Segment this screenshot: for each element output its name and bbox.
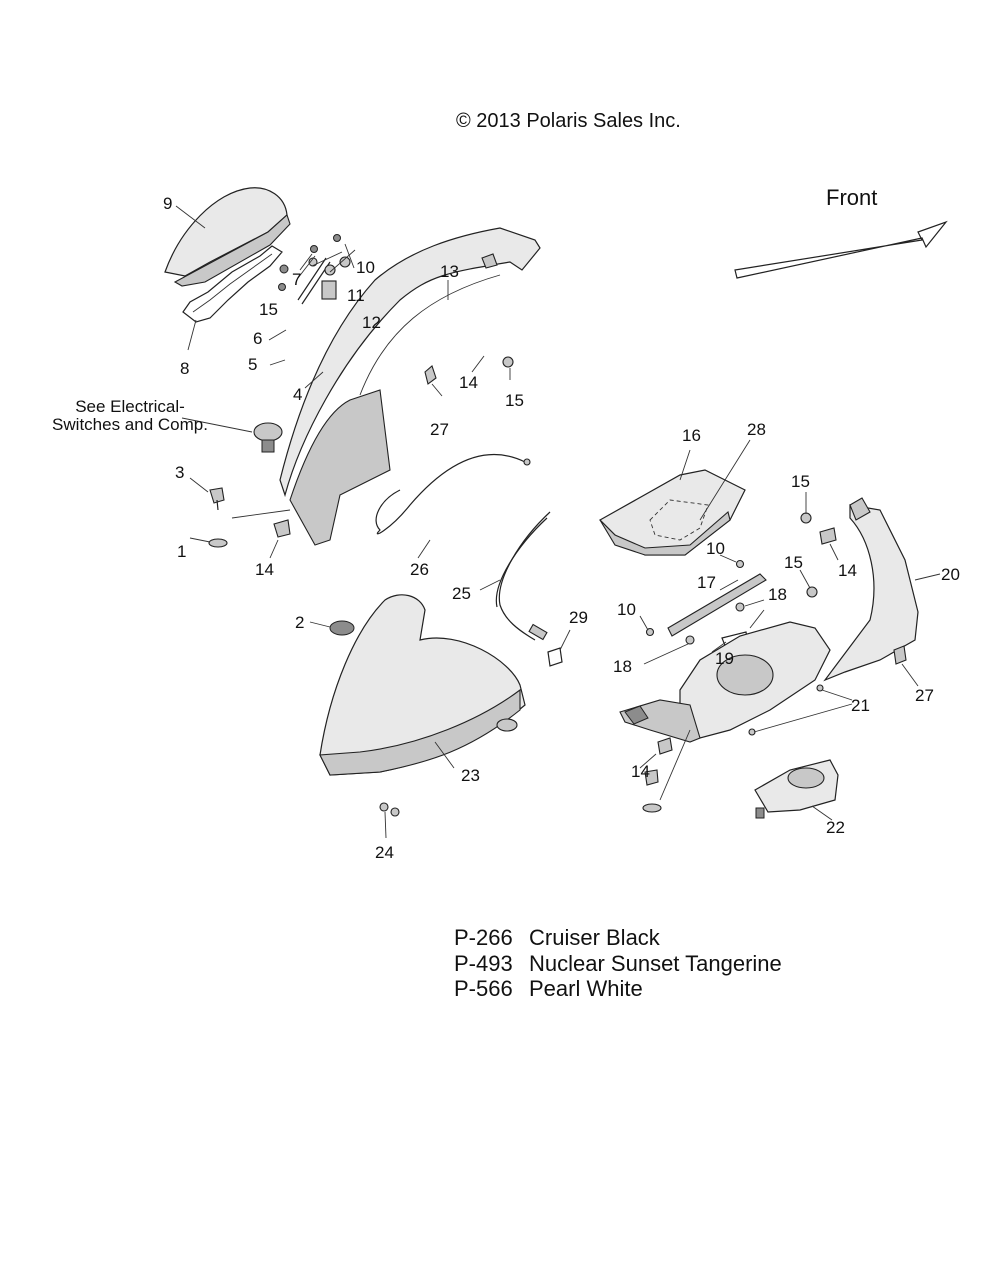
callout-16: 16: [682, 426, 701, 445]
hardware-cluster-left: [278, 234, 356, 305]
callout-19: 19: [715, 649, 734, 668]
electrical-switch: [181, 417, 283, 453]
callout-26: 26: [410, 560, 429, 579]
part-28-decal: [649, 499, 709, 541]
part-15-screw-right-top: [800, 512, 812, 524]
electrical-note-line1: See Electrical-: [75, 397, 185, 416]
callout-1: 1: [177, 542, 187, 561]
bolt-and-washer-right: [642, 769, 662, 813]
leader-lines: [175, 205, 941, 821]
part-15-screw-right-mid: [806, 586, 818, 598]
part-21-pins: [748, 684, 824, 736]
part-22-cup-holder: [754, 759, 839, 819]
part-14-nut-left-top: [481, 253, 498, 269]
part-14-nut-left-bottom: [273, 519, 291, 538]
part-23-cover: [319, 594, 526, 776]
callout-18: 18: [768, 585, 787, 604]
legend-code-3: P-566: [454, 976, 513, 1001]
callout-15d: 15: [784, 553, 803, 572]
callout-13: 13: [440, 262, 459, 281]
part-27-clip-left: [424, 365, 437, 385]
part-20-right-panel: [823, 497, 919, 682]
part-29-clip: [547, 647, 563, 667]
callout-15c: 15: [791, 472, 810, 491]
callout-23: 23: [461, 766, 480, 785]
legend-name-2: Nuclear Sunset Tangerine: [529, 951, 782, 976]
callout-9: 9: [163, 194, 173, 213]
callout-27: 27: [430, 420, 449, 439]
legend-code-2: P-493: [454, 951, 513, 976]
callout-28: 28: [747, 420, 766, 439]
electrical-note: See Electrical- Switches and Comp.: [40, 398, 220, 434]
callout-15b: 15: [505, 391, 524, 410]
callout-6: 6: [253, 329, 263, 348]
part-8-seal: [182, 245, 283, 323]
legend-name-1: Cruiser Black: [529, 925, 660, 950]
front-arrow-icon: [734, 220, 948, 279]
part-24-fasteners: [379, 802, 400, 839]
part-1-washer: [208, 538, 228, 548]
callout-12: 12: [362, 313, 381, 332]
callout-18b: 18: [613, 657, 632, 676]
callout-11: 11: [347, 286, 365, 305]
callout-10: 10: [356, 258, 375, 277]
legend-name-3: Pearl White: [529, 976, 643, 1001]
callout-2: 2: [295, 613, 305, 632]
callout-15: 15: [259, 300, 278, 319]
callout-8: 8: [180, 359, 190, 378]
part-25-cable: [495, 511, 551, 641]
callout-10b: 10: [706, 539, 725, 558]
callout-29: 29: [569, 608, 588, 627]
callout-7: 7: [292, 270, 302, 289]
callout-27b: 27: [915, 686, 934, 705]
callout-25: 25: [452, 584, 471, 603]
part-14-nut-right-bottom: [657, 737, 673, 755]
callout-14: 14: [459, 373, 478, 392]
part-16-lid: [599, 469, 746, 556]
front-label: Front: [826, 185, 878, 210]
callout-20: 20: [941, 565, 960, 584]
copyright-text: © 2013 Polaris Sales Inc.: [456, 110, 681, 132]
callout-14d: 14: [631, 762, 650, 781]
callout-21: 21: [851, 696, 870, 715]
part-13-left-panel: [279, 227, 541, 546]
part-17-hinge: [645, 559, 767, 637]
callout-17: 17: [697, 573, 716, 592]
legend-code-1: P-266: [454, 925, 513, 950]
callout-4: 4: [293, 385, 303, 404]
part-2-grommet: [329, 620, 355, 636]
part-14-nut-right-top: [819, 527, 837, 545]
electrical-note-line2: Switches and Comp.: [52, 415, 208, 434]
callout-22: 22: [826, 818, 845, 837]
part-26-cable: [375, 453, 531, 535]
callout-10c: 10: [617, 600, 636, 619]
callout-3: 3: [175, 463, 185, 482]
part-9-visor: [164, 187, 291, 287]
part-15-screw-left-top: [502, 356, 514, 368]
callout-5: 5: [248, 355, 258, 374]
part-27-clip-right: [893, 645, 907, 665]
part-3-bolt: [209, 487, 225, 511]
callout-14b: 14: [255, 560, 274, 579]
callout-14c: 14: [838, 561, 857, 580]
callout-24: 24: [375, 843, 394, 862]
console-body: [619, 621, 831, 743]
part-18-screws: [685, 602, 745, 645]
